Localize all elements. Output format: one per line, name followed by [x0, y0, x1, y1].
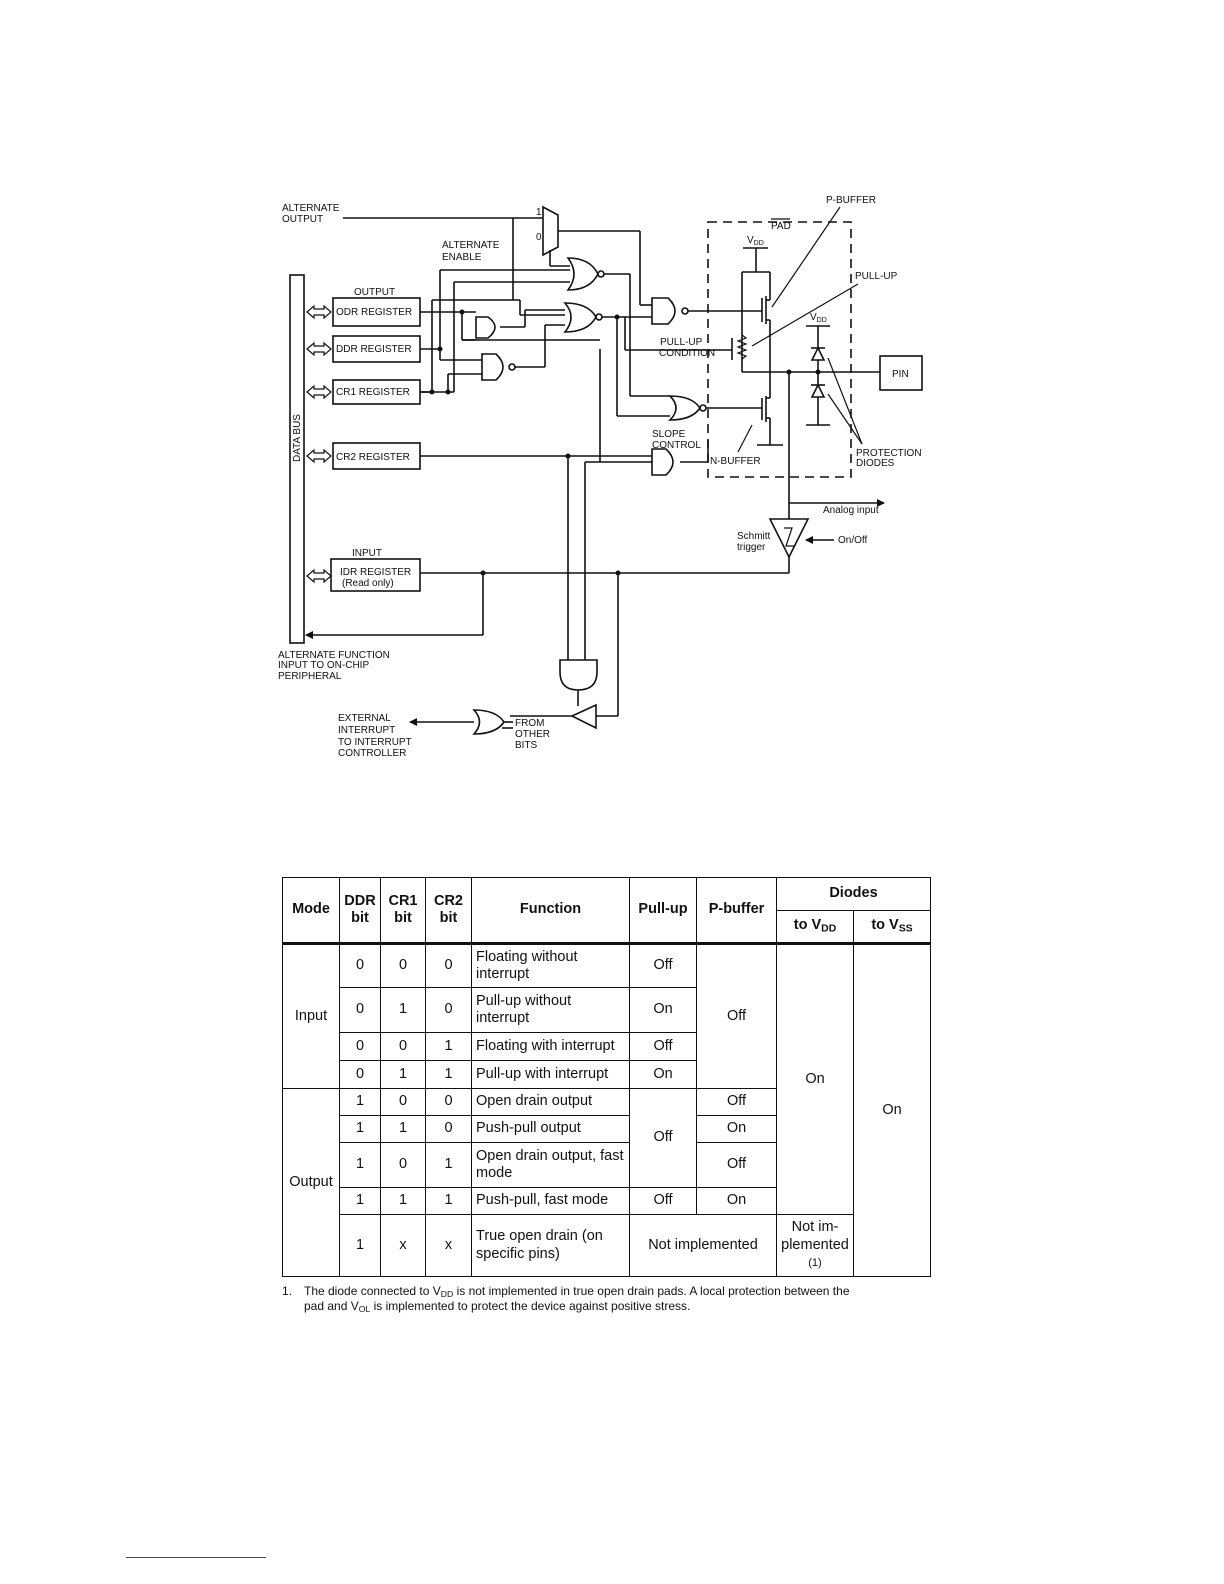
pull-up-condition-label-2: CONDITION — [659, 348, 715, 359]
pull-up-condition-label: PULL-UP — [660, 337, 703, 348]
analog-input-label: Analog input — [823, 505, 879, 516]
external-interrupt-label-3: TO INTERRUPT — [338, 737, 412, 748]
table-row: Input 0 0 0 Floating without interrupt O… — [282, 943, 931, 1277]
alt-function-input-label: ALTERNATE FUNCTION — [278, 650, 390, 661]
schmitt-trigger-label-2: trigger — [737, 542, 766, 553]
mode-input: Input — [282, 943, 340, 1089]
external-interrupt-label-4: CONTROLLER — [338, 748, 406, 759]
logic-gates — [475, 257, 707, 476]
header-pullup: Pull-up — [629, 877, 697, 945]
cr1-register — [332, 379, 421, 405]
from-other-bits-label-3: BITS — [515, 740, 538, 751]
interrupt-or-gate — [472, 709, 505, 735]
mux-input-0: 0 — [536, 232, 542, 243]
from-other-bits-label-2: OTHER — [515, 729, 550, 740]
external-interrupt-label: EXTERNAL — [338, 713, 391, 724]
alternate-enable-label-2: ENABLE — [442, 252, 482, 263]
protection-diode-bottom — [810, 383, 826, 398]
pad-label: PAD — [771, 221, 791, 232]
output-mux — [542, 205, 559, 257]
input-label: INPUT — [352, 548, 382, 559]
footer-rule — [126, 1557, 266, 1558]
data-bus-label: DATA BUS — [292, 414, 303, 462]
table-row: 1 0 1 Open drain output, fast mode Off — [283, 1142, 931, 1188]
slope-control-label: SLOPE — [652, 429, 686, 440]
header-diodes: Diodes — [776, 877, 931, 911]
io-port-block-diagram: ALTERNATE OUTPUT 1 0 ALTERNATE ENABLE DA… — [278, 195, 923, 759]
n-buffer-label: N-BUFFER — [710, 456, 761, 467]
pad-region — [707, 221, 852, 478]
mode-output: Output — [282, 1088, 340, 1277]
bus-arrows — [306, 304, 332, 584]
output-label: OUTPUT — [354, 287, 395, 298]
p-buffer-label: P-BUFFER — [826, 195, 876, 206]
cr2-register — [332, 442, 421, 470]
cr1-register-label: CR1 REGISTER — [336, 387, 410, 398]
on-off-label: On/Off — [838, 535, 867, 546]
table-row: 1 x x True open drain (on specific pins)… — [283, 1214, 931, 1277]
idr-register-label: IDR REGISTER — [340, 567, 411, 578]
header-to-vdd: to VDD — [776, 910, 854, 945]
vdd-label-right: VDD — [810, 312, 827, 324]
header-function: Function — [471, 877, 630, 945]
output-pullup: Off — [629, 1088, 697, 1188]
protection-diodes-label: PROTECTION — [856, 448, 922, 459]
to-vss-main: On — [853, 943, 931, 1277]
vdd-label-top: VDD — [747, 235, 764, 247]
pin-label: PIN — [892, 369, 909, 380]
alt-function-input-label-2: INPUT TO ON-CHIP — [278, 660, 369, 671]
interrupt-and-gate — [559, 659, 598, 691]
to-vdd-not-implemented: Not im-plemented(1) — [776, 1214, 854, 1277]
alternate-enable-label: ALTERNATE — [442, 240, 500, 251]
table-row: 0 1 0 Pull-up without interrupt On — [283, 987, 931, 1033]
odr-register-label: ODR REGISTER — [336, 307, 412, 318]
slope-control-label-2: CONTROL — [652, 440, 701, 451]
idr-register — [330, 558, 421, 592]
external-interrupt-label-2: INTERRUPT — [338, 725, 395, 736]
table-row: 1 1 0 Push-pull output On — [283, 1115, 931, 1143]
pull-up-resistor — [736, 334, 748, 360]
schmitt-trigger-label: Schmitt — [737, 531, 771, 542]
cr2-register-label: CR2 REGISTER — [336, 452, 410, 463]
mux-input-1: 1 — [536, 207, 542, 218]
table-row: 1 1 1 Push-pull, fast mode Off On — [283, 1187, 931, 1215]
table-footnote: 1.The diode connected to VDD is not impl… — [282, 1284, 850, 1314]
ddr-register-label: DDR REGISTER — [336, 344, 412, 355]
protection-diode-top — [810, 346, 826, 361]
alt-function-input-label-3: PERIPHERAL — [278, 671, 342, 682]
protection-diodes-label-2: DIODES — [856, 458, 895, 469]
pin-box — [879, 355, 923, 391]
alternate-output-label-2: OUTPUT — [282, 214, 323, 225]
header-mode: Mode — [282, 877, 340, 945]
to-vdd-main: On — [776, 943, 854, 1215]
table-row: 0 1 1 Pull-up with interrupt On — [283, 1060, 931, 1089]
pull-up-label: PULL-UP — [855, 271, 898, 282]
data-bus — [289, 274, 305, 644]
alternate-output-label: ALTERNATE — [282, 203, 340, 214]
interrupt-buffer — [570, 703, 597, 730]
idr-register-note: (Read only) — [342, 578, 394, 589]
header-to-vss: to VSS — [853, 910, 931, 945]
not-implemented-cell: Not implemented — [629, 1214, 777, 1277]
header-pbuffer: P-buffer — [696, 877, 777, 945]
ddr-register — [332, 335, 421, 363]
input-pbuffer: Off — [696, 943, 777, 1089]
from-other-bits-label: FROM — [515, 718, 544, 729]
table-row: Output 1 0 0 Open drain output Off Off — [282, 1088, 931, 1277]
